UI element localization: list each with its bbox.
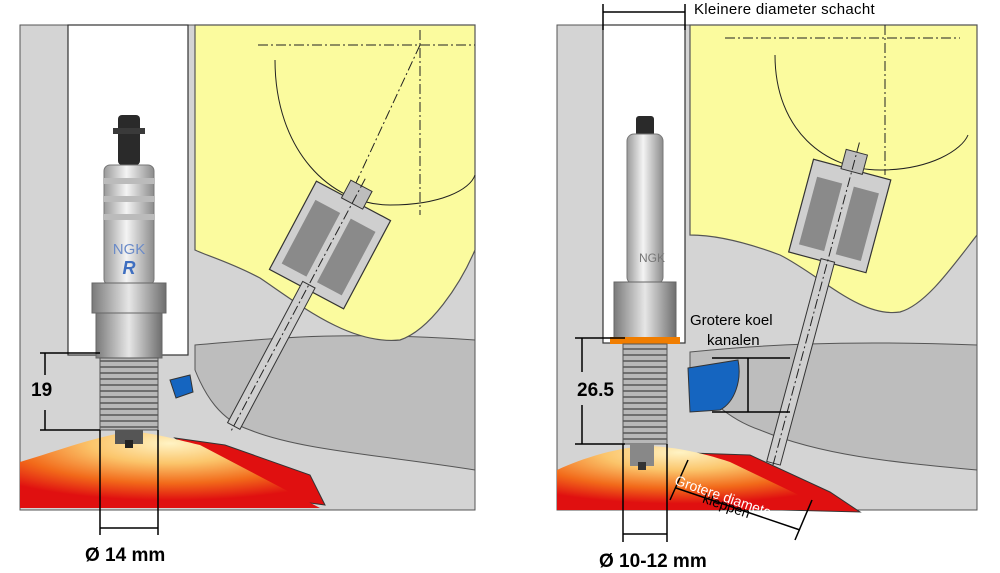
left-plug-mark: R [123,258,136,278]
right-height-dimension [575,337,625,445]
right-cooling-label-line1: Grotere koel [690,312,773,329]
right-plug-gasket [610,337,680,344]
right-plug-terminal [636,116,654,136]
right-valve-assembly [766,142,892,472]
left-cam-housing [194,24,476,341]
left-cam-lobe [274,59,476,206]
right-engine-section [556,24,978,513]
right-plug-electrode [630,444,654,466]
right-shaft-label: Kleinere diameter schacht [694,1,875,18]
left-diameter-label: Ø 14 mm [85,545,166,566]
right-cam-lobe [774,54,969,171]
left-plug-terminal [118,115,140,165]
right-coolant-channel [687,359,740,413]
right-height-label: 26.5 [577,380,614,401]
left-plug-brand: NGK [113,241,146,258]
right-combustion-chamber [557,446,830,510]
left-plug-thread [99,357,159,431]
right-valve-dimension [669,459,813,541]
left-coolant-channel [169,374,194,399]
left-plug-hex [91,282,167,314]
left-diameter-dimension [99,430,159,535]
left-valve-axis [354,44,421,186]
right-diameter-label: Ø 10-12 mm [599,551,707,572]
left-engine-section [19,24,476,511]
right-cooling-label-line2: kanalen [707,332,760,349]
right-diameter-dimension [622,444,668,542]
left-height-label: 19 [31,380,53,401]
right-coolant-dimension [712,357,790,413]
left-valve-assembly [226,178,392,431]
right-shaft-dimension [602,4,686,30]
left-combustion-chamber [20,432,320,508]
left-spark-plug [91,115,167,448]
right-spark-plug [610,116,680,470]
right-plug-hex [613,281,677,339]
left-plug-body [95,312,163,359]
right-intake-port [689,342,978,471]
right-plug-brand: NGK [639,251,665,265]
left-height-dimension [40,352,100,431]
right-plug-thread [622,343,668,445]
left-plug-electrode [115,430,143,444]
